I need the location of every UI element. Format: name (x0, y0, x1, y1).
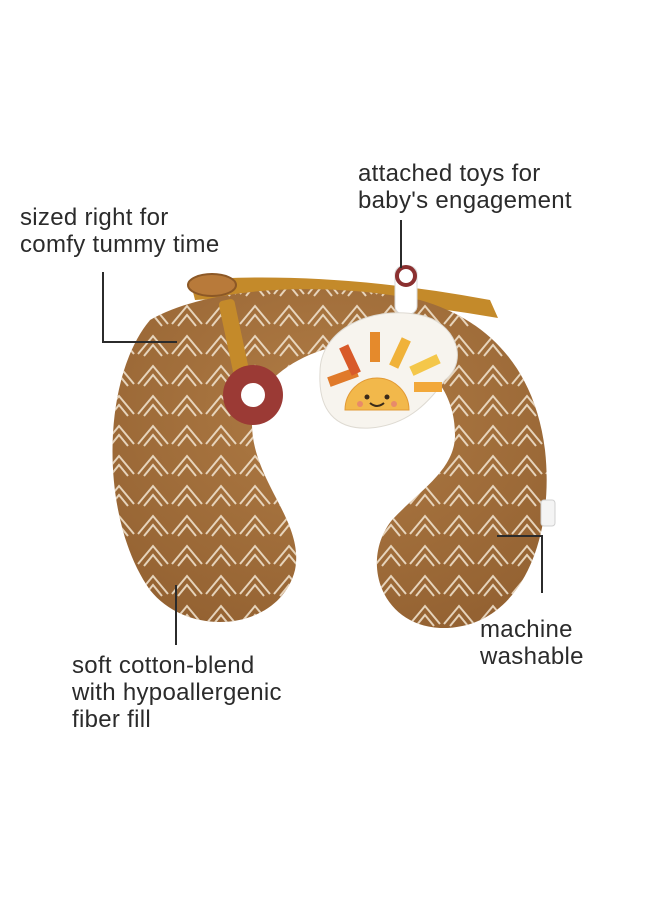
leader-line-wash-h (497, 535, 542, 537)
leader-line-size-h (102, 341, 177, 343)
callout-fabric: soft cotton-blend with hypoallergenic fi… (72, 652, 282, 733)
callout-fabric-line2: with hypoallergenic (72, 679, 282, 706)
strap-button (187, 273, 237, 297)
callout-size: sized right for comfy tummy time (20, 204, 219, 258)
leader-line-fabric (175, 585, 177, 645)
callout-toys: attached toys for baby's engagement (358, 160, 572, 214)
leader-line-wash-v (541, 535, 543, 593)
callout-fabric-line3: fiber fill (72, 706, 152, 733)
fabric-tag (540, 499, 556, 527)
callout-wash: machine washable (480, 616, 584, 670)
callout-wash-line1: machine (480, 616, 573, 643)
callout-toys-line2: baby's engagement (358, 187, 572, 214)
callout-size-line2: comfy tummy time (20, 231, 220, 258)
toy-strap (218, 299, 250, 380)
callout-toys-line1: attached toys for (358, 160, 541, 187)
leader-line-size-v (102, 272, 104, 342)
sun-rays (327, 332, 442, 392)
callout-wash-line2: washable (480, 643, 584, 670)
leader-line-toys (400, 220, 402, 268)
callout-size-line1: sized right for (20, 204, 169, 231)
callout-fabric-line1: soft cotton-blend (72, 652, 255, 679)
